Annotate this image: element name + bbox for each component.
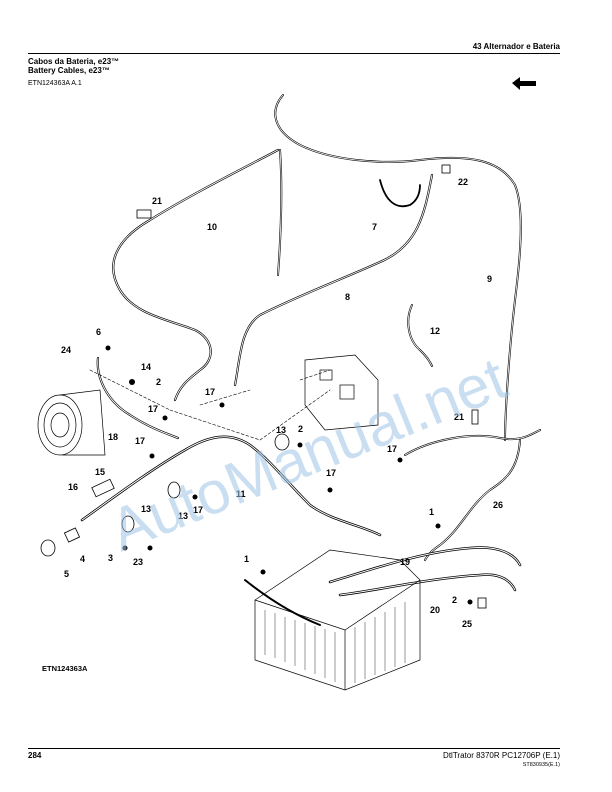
- callout-label: 18: [108, 432, 118, 442]
- figure-id: ETN124363A: [42, 664, 88, 673]
- page-number: 284: [28, 751, 42, 760]
- callout-label: 17: [205, 387, 215, 397]
- callout-label: 17: [148, 404, 158, 414]
- callout-label: 5: [64, 569, 69, 579]
- callout-label: 20: [430, 605, 440, 615]
- callout-label: 17: [387, 444, 397, 454]
- callout-label: 21: [454, 412, 464, 422]
- callout-label: 8: [345, 292, 350, 302]
- callout-label: 23: [133, 557, 143, 567]
- callout-label: 7: [372, 222, 377, 232]
- callout-label: 6: [96, 327, 101, 337]
- fastener-dots: [105, 345, 473, 605]
- engine-block-illustration: [304, 354, 379, 431]
- header-rule: [28, 53, 560, 54]
- callout-label: 2: [452, 595, 457, 605]
- callout-label: 11: [236, 489, 246, 499]
- callout-label: 4: [80, 554, 85, 564]
- callout-label: 13: [141, 504, 151, 514]
- callout-labels: 1 1 2 2 2 2 3 4 5 6 7 8 9 10 11 12 13 13…: [61, 177, 503, 629]
- hardware-parts: [40, 164, 487, 609]
- footer-code: ST830935(E.1): [522, 762, 560, 768]
- footer-text: DtlTrator 8370R PC12706P (E.1): [443, 751, 560, 760]
- callout-label: 1: [244, 554, 249, 564]
- page-title-english: Battery Cables, e23™: [28, 66, 110, 75]
- callout-label: 10: [207, 222, 217, 232]
- callout-label: 22: [458, 177, 468, 187]
- direction-arrow-icon: [512, 77, 536, 90]
- callout-label: 21: [152, 196, 162, 206]
- cable-routing: [80, 94, 541, 626]
- callout-label: 13: [276, 425, 286, 435]
- callout-label: 26: [493, 500, 503, 510]
- callout-label: 25: [462, 619, 472, 629]
- callout-label: 12: [430, 326, 440, 336]
- callout-label: 3: [108, 553, 113, 563]
- callout-label: 13: [178, 511, 188, 521]
- section-title: 43 Alternador e Bateria: [472, 42, 560, 51]
- callout-label: 14: [141, 362, 151, 372]
- callout-label: 17: [135, 436, 145, 446]
- battery-box-illustration: [254, 549, 421, 691]
- callout-label: 17: [326, 468, 336, 478]
- callout-label: 19: [400, 557, 410, 567]
- callout-label: 1: [429, 507, 434, 517]
- callout-label: 17: [193, 505, 203, 515]
- callout-label: 16: [68, 482, 78, 492]
- callout-label: 24: [61, 345, 71, 355]
- page-title-portuguese: Cabos da Bateria, e23™: [28, 57, 120, 66]
- callout-label: 2: [156, 377, 161, 387]
- document-id: ETN124363A A.1: [28, 80, 82, 87]
- callout-label: 9: [487, 274, 492, 284]
- callout-label: 15: [95, 467, 105, 477]
- callout-label: 2: [298, 424, 303, 434]
- alternator-illustration: [37, 389, 106, 456]
- footer-rule: [28, 748, 560, 749]
